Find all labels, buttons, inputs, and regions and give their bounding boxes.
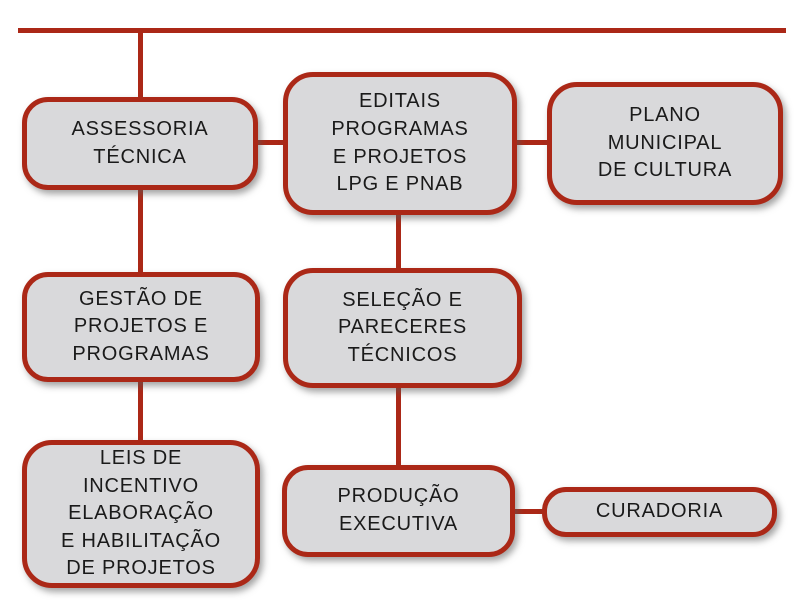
node-assessoria-tecnica: ASSESSORIA TÉCNICA: [22, 97, 258, 190]
connector-toprule-assessoria: [138, 30, 143, 100]
node-editais-programas-projetos: EDITAIS PROGRAMAS E PROJETOS LPG E PNAB: [283, 72, 517, 215]
connector-editais-selecao: [396, 212, 401, 271]
node-producao-executiva: PRODUÇÃO EXECUTIVA: [282, 465, 515, 557]
node-gestao-projetos-programas: GESTÃO DE PROJETOS E PROGRAMAS: [22, 272, 260, 382]
top-rule-line: [18, 28, 786, 33]
connector-selecao-producao: [396, 385, 401, 468]
connector-gestao-leis: [138, 379, 143, 443]
node-selecao-pareceres-tecnicos: SELEÇÃO E PARECERES TÉCNICOS: [283, 268, 522, 388]
connector-assessoria-editais: [255, 140, 286, 145]
node-curadoria: CURADORIA: [542, 487, 777, 537]
connector-editais-plano: [514, 140, 550, 145]
node-leis-incentivo: LEIS DE INCENTIVO ELABORAÇÃO E HABILITAÇ…: [22, 440, 260, 588]
connector-producao-curadoria: [512, 509, 545, 514]
connector-assessoria-gestao: [138, 188, 143, 275]
node-plano-municipal-cultura: PLANO MUNICIPAL DE CULTURA: [547, 82, 783, 205]
